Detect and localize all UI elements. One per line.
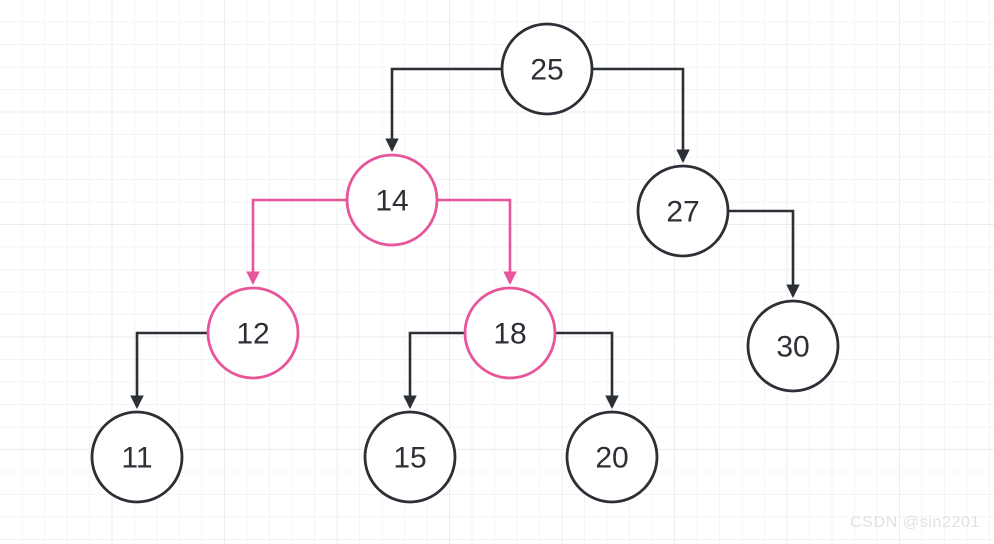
- tree-node-25[interactable]: 25: [500, 22, 594, 116]
- node-label: 25: [530, 54, 563, 87]
- node-label: 14: [375, 185, 408, 218]
- tree-node-12[interactable]: 12: [206, 286, 300, 380]
- tree-edge: [728, 209, 800, 299]
- tree-node-27[interactable]: 27: [636, 164, 730, 258]
- edges-layer: [130, 67, 800, 410]
- tree-edge: [385, 67, 502, 153]
- tree-node-30[interactable]: 30: [746, 299, 840, 393]
- node-label: 18: [493, 318, 526, 351]
- tree-node-11[interactable]: 11: [90, 410, 184, 504]
- watermark-label: CSDN @sin2201: [850, 514, 980, 531]
- node-circle[interactable]: [746, 299, 840, 393]
- node-circle[interactable]: [345, 153, 439, 247]
- node-circle[interactable]: [463, 286, 557, 380]
- tree-edge: [403, 331, 465, 410]
- tree-edge: [555, 331, 619, 410]
- nodes-layer: 25 14 27 12 18 30 11 15 20: [90, 22, 840, 504]
- node-circle[interactable]: [565, 410, 659, 504]
- tree-node-18[interactable]: 18: [463, 286, 557, 380]
- tree-edge: [246, 198, 347, 286]
- node-label: 30: [776, 331, 809, 364]
- node-circle[interactable]: [90, 410, 184, 504]
- node-label: 11: [121, 442, 152, 475]
- tree-edge: [592, 67, 690, 164]
- tree-edge: [437, 198, 517, 286]
- node-label: 12: [236, 318, 269, 351]
- node-circle[interactable]: [363, 410, 457, 504]
- node-label: 15: [393, 442, 426, 475]
- node-circle[interactable]: [636, 164, 730, 258]
- tree-node-15[interactable]: 15: [363, 410, 457, 504]
- node-label: 20: [595, 442, 628, 475]
- tree-edge: [130, 331, 208, 410]
- node-circle[interactable]: [206, 286, 300, 380]
- tree-node-14[interactable]: 14: [345, 153, 439, 247]
- tree-node-20[interactable]: 20: [565, 410, 659, 504]
- node-label: 27: [666, 196, 699, 229]
- node-circle[interactable]: [500, 22, 594, 116]
